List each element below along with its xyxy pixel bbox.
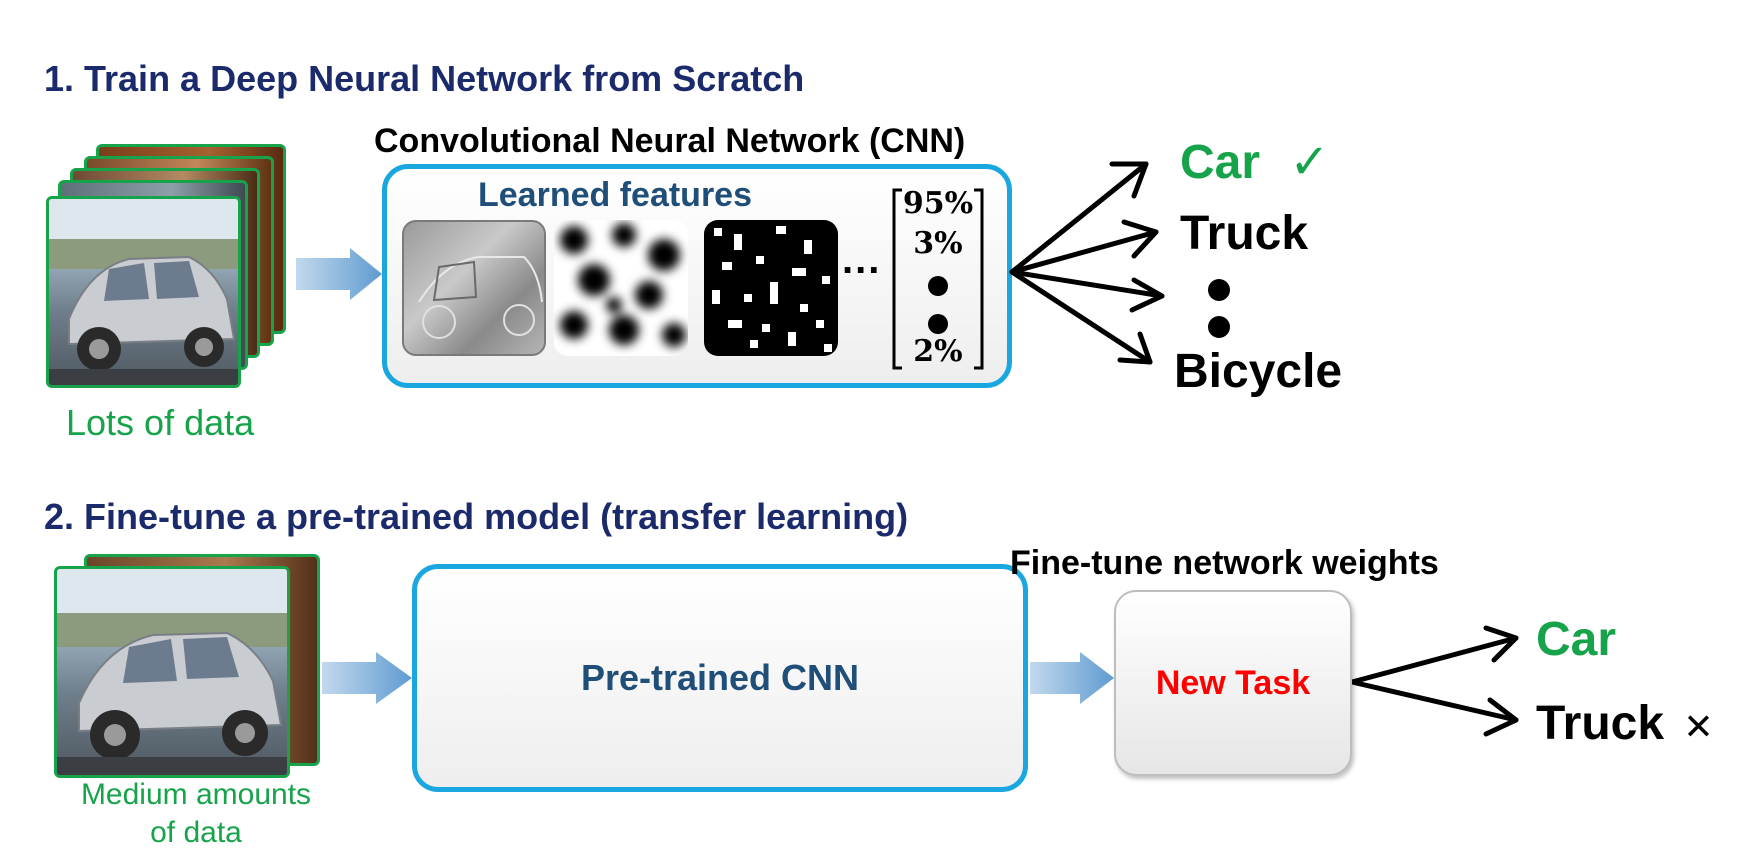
- arrow2-to-truck: [1349, 679, 1519, 723]
- new-task-box: New Task: [1114, 590, 1352, 776]
- pretrained-cnn-panel: Pre-trained CNN: [412, 564, 1028, 792]
- data-stack-2: [54, 552, 334, 782]
- output-ellipsis-dot-1: [1208, 279, 1230, 301]
- cross-icon: ✕: [1683, 707, 1714, 748]
- block-arrow-3: [1030, 652, 1114, 704]
- block-arrow-2: [322, 652, 412, 704]
- output-truck: Truck: [1180, 207, 1309, 260]
- new-task-label: New Task: [1155, 663, 1311, 702]
- output2-truck: Truck ✕: [1536, 696, 1714, 751]
- check-icon: ✓: [1289, 134, 1330, 190]
- data-stack-1: [46, 140, 306, 400]
- data-label-2-line1: Medium amounts: [80, 778, 312, 811]
- cnn-label: Convolutional Neural Network (CNN): [374, 122, 966, 160]
- data-label-2-line2: of data: [150, 816, 242, 849]
- output2-car: Car: [1536, 613, 1617, 666]
- prob-car: 95%: [902, 186, 974, 221]
- section2-title: 2. Fine-tune a pre-trained model (transf…: [44, 496, 909, 537]
- car-photo-2: [54, 566, 290, 778]
- section1-title: 1. Train a Deep Neural Network from Scra…: [44, 58, 805, 99]
- probability-vector: 95% 3% 2%: [890, 186, 986, 372]
- prob-bicycle: 2%: [913, 334, 963, 369]
- feature-map-edges: [402, 220, 546, 356]
- arrow-to-bicycle: [1009, 269, 1153, 365]
- output-bicycle: Bicycle: [1174, 345, 1343, 398]
- pretrained-cnn-label: Pre-trained CNN: [580, 657, 860, 698]
- learned-features-label: Learned features: [478, 176, 752, 214]
- feature-map-blobs: [554, 220, 688, 356]
- ellipsis: ...: [842, 238, 882, 282]
- arrow2-to-car: [1349, 635, 1519, 685]
- car-icon-2: [57, 569, 287, 775]
- car-icon: [49, 199, 238, 385]
- vector-brackets: [892, 188, 984, 370]
- prob-truck: 3%: [913, 226, 963, 261]
- data-label-1: Lots of data: [66, 402, 255, 443]
- block-arrow-1: [296, 248, 382, 300]
- arrow-to-car: [1009, 161, 1149, 275]
- data-label-2: Medium amounts of data: [54, 776, 338, 852]
- finetune-label: Fine-tune network weights: [1010, 544, 1439, 582]
- arrow-to-truck: [1009, 229, 1159, 275]
- feature-map-sparse: [704, 220, 838, 356]
- output-ellipsis-dot-2: [1208, 316, 1230, 338]
- output2-truck-label: Truck: [1536, 697, 1665, 750]
- output-car: Car ✓: [1180, 134, 1330, 190]
- arrow-to-dots: [1009, 269, 1165, 299]
- output-car-label: Car: [1180, 136, 1261, 189]
- car-photo: [46, 196, 241, 388]
